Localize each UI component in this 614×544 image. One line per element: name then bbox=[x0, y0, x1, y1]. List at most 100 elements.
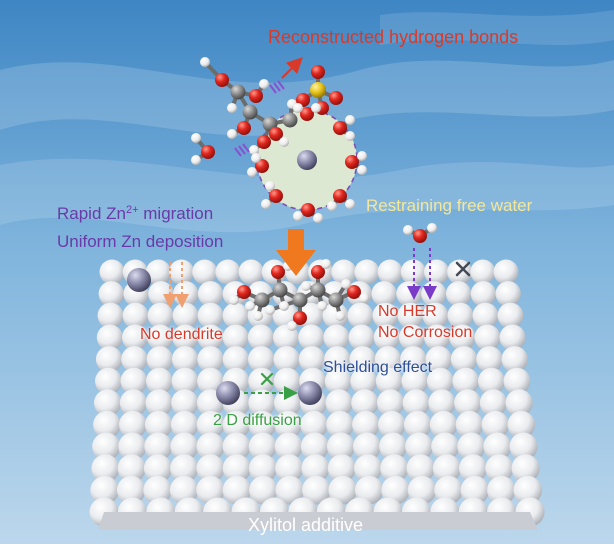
zinc-atom-sphere bbox=[99, 259, 125, 285]
zinc-atom-sphere bbox=[509, 432, 538, 461]
zinc-atom-sphere bbox=[298, 324, 325, 351]
zinc-atom-sphere bbox=[347, 302, 374, 329]
zinc-atom-sphere bbox=[273, 324, 299, 351]
oxygen-atom bbox=[237, 285, 251, 299]
carbon-atom bbox=[328, 292, 344, 308]
zinc-atom-sphere bbox=[97, 302, 124, 329]
zinc-atom-sphere bbox=[483, 432, 512, 461]
hydrogen-atom bbox=[253, 311, 263, 321]
oxygen-atom bbox=[201, 145, 215, 159]
water-blocked-arrows bbox=[407, 248, 437, 300]
zinc-atom-sphere bbox=[196, 432, 225, 461]
zinc-atom-sphere bbox=[422, 302, 449, 329]
zinc-atom-sphere bbox=[470, 281, 497, 307]
hydrogen-atom bbox=[345, 115, 355, 125]
zinc-atom-sphere bbox=[374, 346, 402, 373]
zinc-atom-sphere bbox=[505, 389, 533, 417]
zinc-atom-sphere bbox=[428, 389, 456, 417]
zinc-atom-sphere bbox=[454, 389, 482, 417]
zinc-atom-sphere bbox=[375, 367, 403, 395]
zinc-atom-sphere bbox=[450, 346, 478, 373]
hydrogen-atom bbox=[293, 211, 303, 221]
zinc-atom-sphere bbox=[302, 475, 331, 505]
zinc-atom-sphere bbox=[238, 259, 264, 285]
zinc-atom-sphere bbox=[401, 367, 429, 395]
sulfur-atom bbox=[310, 82, 326, 98]
rapid-migration-suffix: migration bbox=[138, 204, 214, 223]
oxygen-atom bbox=[215, 73, 229, 87]
zinc-atom-sphere bbox=[248, 389, 276, 417]
zinc-atom-sphere bbox=[327, 454, 356, 483]
zinc-atom-sphere bbox=[300, 410, 328, 439]
zinc-atom-sphere bbox=[215, 259, 241, 285]
zinc-atom-sphere bbox=[326, 432, 355, 461]
oxygen-atom bbox=[311, 65, 325, 79]
zinc-atom-sphere bbox=[331, 259, 357, 285]
hydrogen-atom bbox=[357, 165, 367, 175]
hydrogen-atom bbox=[403, 225, 413, 235]
hydrogen-atom bbox=[245, 301, 255, 311]
zinc-atom-sphere bbox=[328, 475, 358, 505]
diffusion-label: 2 D diffusion bbox=[213, 412, 302, 429]
zinc-atom-sphere bbox=[118, 432, 147, 461]
no-corrosion-label: No Corrosion bbox=[378, 324, 473, 341]
zinc-atom-sphere bbox=[120, 367, 148, 395]
shielding-effect-label: Shielding effect bbox=[323, 359, 433, 376]
zinc-atom-sphere bbox=[445, 281, 472, 307]
zinc-atom-sphere bbox=[147, 302, 174, 329]
hydrogen-atom bbox=[247, 167, 257, 177]
zinc-atom-sphere bbox=[197, 281, 224, 307]
oxygen-atom bbox=[345, 155, 359, 169]
zinc-atom-sphere bbox=[493, 259, 519, 285]
zinc-atom-sphere bbox=[122, 302, 149, 329]
zinc-atom-sphere bbox=[170, 410, 199, 439]
hydrogen-bonds-label: Reconstructed hydrogen bonds bbox=[268, 27, 519, 47]
zinc-atom-sphere bbox=[472, 302, 499, 329]
zinc-atom-sphere bbox=[248, 367, 275, 395]
zinc-atom-sphere bbox=[192, 259, 218, 285]
zinc-atom-sphere bbox=[381, 475, 410, 505]
hydrogen-atom bbox=[427, 223, 437, 233]
zinc-atom-sphere bbox=[117, 454, 146, 483]
zinc-atom-sphere bbox=[222, 324, 249, 351]
zinc-atom-sphere bbox=[172, 324, 199, 351]
zinc-atom-sphere bbox=[431, 432, 460, 461]
hydrogen-atom bbox=[191, 133, 201, 143]
carbon-atom bbox=[272, 282, 288, 298]
zinc-atom-sphere bbox=[499, 324, 526, 351]
zinc-atom-sphere bbox=[222, 302, 249, 329]
zinc-atom-sphere bbox=[173, 281, 199, 307]
zinc-atom-sphere bbox=[91, 454, 120, 483]
zinc-atom-sphere bbox=[222, 454, 251, 483]
zinc-atom-sphere bbox=[511, 454, 540, 483]
zinc-atom-sphere bbox=[325, 389, 353, 417]
zinc-atom-sphere bbox=[403, 410, 432, 439]
zinc-ion-left bbox=[127, 268, 151, 292]
zinc-atom-sphere bbox=[248, 346, 275, 373]
hydrogen-atom bbox=[321, 259, 331, 269]
zinc-atom-sphere bbox=[378, 410, 406, 439]
zinc-slab bbox=[89, 259, 545, 530]
zinc-atom-sphere bbox=[459, 454, 488, 483]
hydrogen-atom bbox=[265, 181, 275, 191]
zinc-atom-sphere bbox=[197, 346, 224, 373]
zinc-atom-sphere bbox=[145, 259, 171, 285]
zinc-atom-sphere bbox=[400, 346, 427, 373]
hydrogen-atom bbox=[227, 129, 237, 139]
zinc-charge: 2+ bbox=[125, 204, 139, 216]
oxygen-atom bbox=[293, 311, 307, 325]
hydrogen-bond-marks bbox=[234, 80, 285, 157]
zinc-atom-sphere bbox=[171, 346, 199, 373]
zinc-atom-sphere bbox=[146, 346, 173, 373]
zinc-atom-sphere bbox=[92, 432, 121, 461]
carbon-atom bbox=[242, 104, 258, 120]
zinc-atom-sphere bbox=[425, 346, 452, 373]
zinc-atom-sphere bbox=[449, 324, 476, 351]
zinc-atom-sphere bbox=[432, 454, 461, 483]
zinc-atom-sphere bbox=[352, 410, 380, 439]
hydrogen-atom bbox=[259, 79, 269, 89]
hydrogen-atom bbox=[227, 103, 237, 113]
zinc-atom-sphere bbox=[94, 389, 122, 417]
zinc-atom-sphere bbox=[380, 454, 409, 483]
